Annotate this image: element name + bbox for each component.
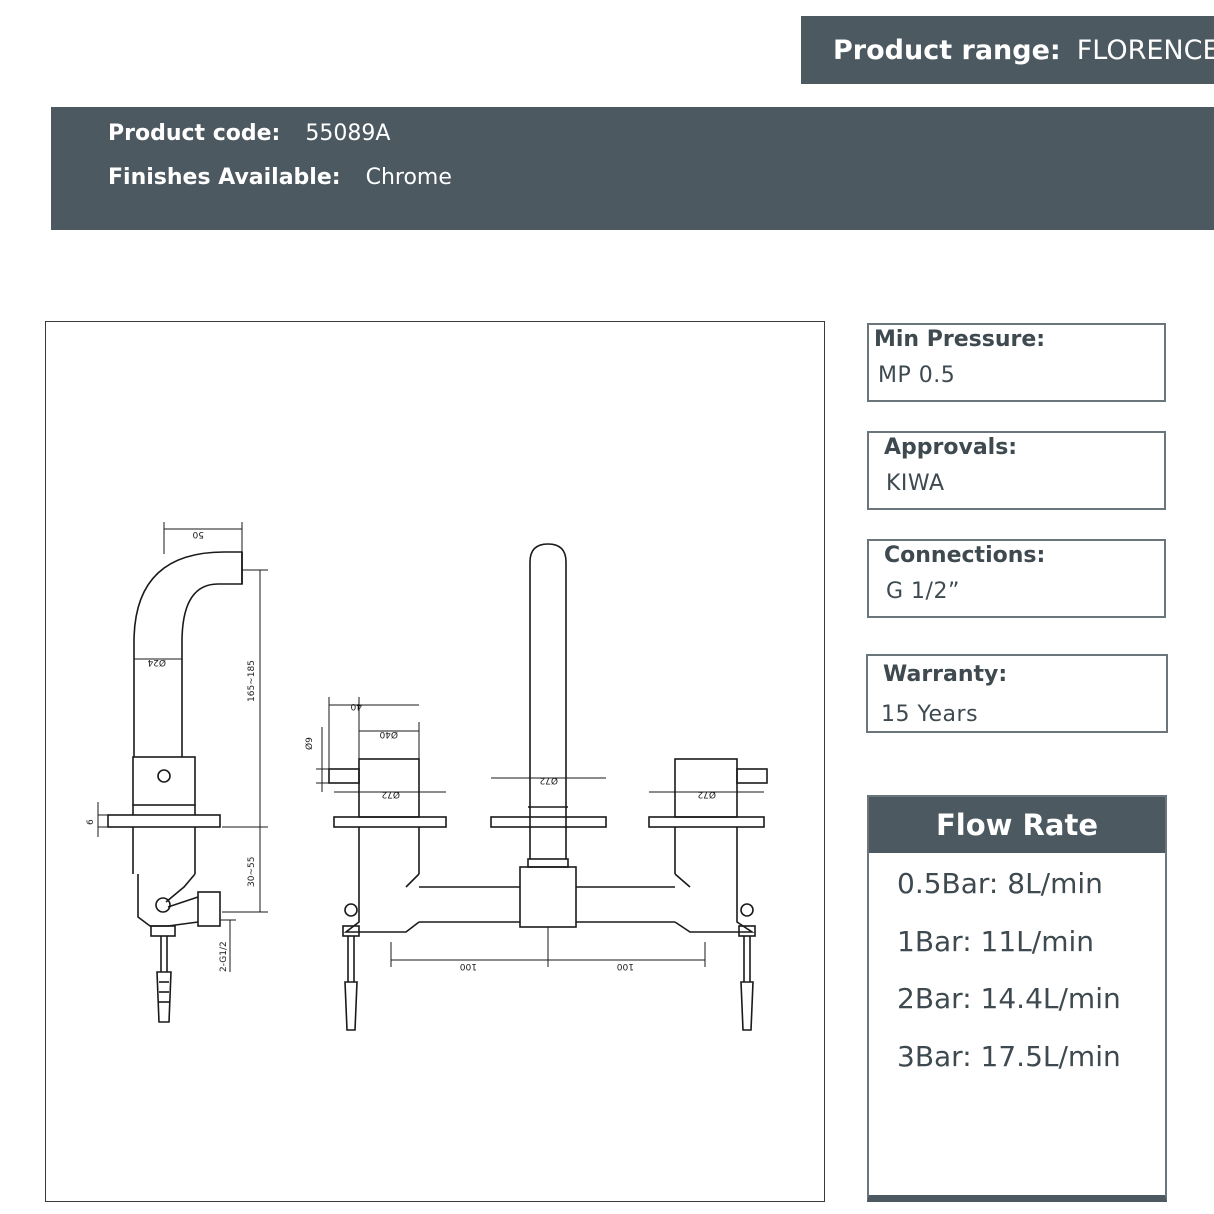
spec-warranty: Warranty: 15 Years [866,654,1168,733]
technical-drawing: 50 Ø24 165~185 6 30~55 2-G1/2 [45,321,825,1202]
spec-warranty-value: 15 Years [881,702,979,727]
finishes-label: Finishes Available: [108,165,341,190]
flow-rate-title: Flow Rate [869,797,1165,853]
dim-depth: 30~55 [247,857,257,887]
finishes-row: Finishes Available: Chrome [108,165,452,190]
product-code-value: 55089A [305,121,391,146]
product-code-row: Product code: 55089A [108,121,390,146]
flow-rate-item: 3Bar: 17.5L/min [897,1039,1121,1073]
spec-approvals-value: KIWA [886,471,945,496]
flow-rate-panel: Flow Rate 0.5Bar: 8L/min 1Bar: 11L/min 2… [867,795,1167,1202]
product-range-label: Product range: [833,34,1061,66]
spec-approvals: Approvals: KIWA [867,431,1166,510]
finishes-value: Chrome [365,165,452,190]
spec-min-pressure-title: Min Pressure: [874,327,1046,352]
dim-lever: 40 [350,701,362,711]
flow-rate-item: 1Bar: 11L/min [897,924,1094,958]
flow-rate-list: 0.5Bar: 8L/min 1Bar: 11L/min 2Bar: 14.4L… [897,867,1121,1097]
dim-thread: 2-G1/2 [219,941,229,972]
dim-spacing-left: 100 [460,961,477,971]
front-view: 40 Ø40 Ø9 Ø72 Ø72 Ø72 100 100 [304,543,768,1031]
spec-min-pressure-value: MP 0.5 [878,363,956,388]
dim-spout-reach: 50 [192,529,204,539]
product-info-banner: Product code: 55089A Finishes Available:… [51,107,1214,230]
spec-connections-value: G 1/2” [886,579,960,604]
dim-spacing-right: 100 [617,961,634,971]
spec-connections-title: Connections: [884,543,1046,568]
dim-handle: Ø9 [304,737,315,750]
product-range-value: FLORENCE [1076,34,1214,66]
dim-spout-dia: Ø24 [147,657,166,668]
product-range-banner: Product range: FLORENCE [801,16,1214,84]
flow-rate-item: 2Bar: 14.4L/min [897,982,1121,1015]
dim-rose-left: Ø72 [381,789,400,800]
product-code-label: Product code: [108,121,281,146]
spec-warranty-title: Warranty: [883,662,1008,687]
dim-rose-right: Ø72 [697,789,716,800]
dim-lever-dia: Ø40 [379,729,398,740]
dim-height: 165~185 [247,660,257,702]
technical-drawing-svg: 50 Ø24 165~185 6 30~55 2-G1/2 [86,522,768,1031]
flow-rate-item: 0.5Bar: 8L/min [897,867,1103,900]
spec-min-pressure: Min Pressure: MP 0.5 [867,323,1166,402]
spec-approvals-title: Approvals: [884,435,1018,460]
side-view: 50 Ø24 165~185 6 30~55 2-G1/2 [86,522,268,1023]
dim-plate: 6 [86,819,96,825]
dim-rose-mid: Ø72 [539,775,558,786]
spec-connections: Connections: G 1/2” [867,539,1166,618]
